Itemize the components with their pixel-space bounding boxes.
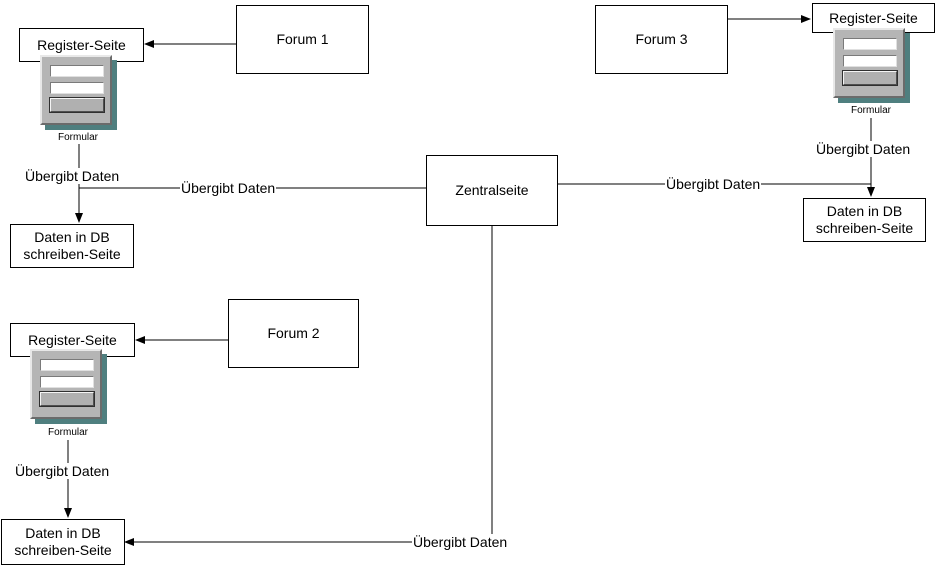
db-write-page-1: Daten in DB schreiben-Seite	[10, 224, 134, 268]
forum1-node: Forum 1	[236, 5, 369, 74]
edge-label: Übergibt Daten	[180, 180, 277, 196]
form-field-icon	[50, 82, 104, 94]
form-field-icon	[40, 359, 94, 371]
form-caption: Formular	[47, 427, 88, 438]
edge-label: Übergibt Daten	[14, 463, 111, 479]
form-icon	[40, 55, 112, 125]
db-write-page-3: Daten in DB schreiben-Seite	[803, 198, 926, 242]
form-button-icon	[50, 98, 104, 112]
db-write-page-2: Daten in DB schreiben-Seite	[1, 519, 125, 565]
form-caption: Formular	[57, 132, 98, 143]
form-field-icon	[40, 376, 94, 388]
form-field-icon	[50, 65, 104, 77]
zentralseite-node: Zentralseite	[426, 155, 558, 226]
forum3-node: Forum 3	[595, 5, 728, 74]
edge-label: Übergibt Daten	[24, 168, 121, 184]
form-icon	[833, 28, 905, 98]
form-field-icon	[843, 38, 897, 50]
form-button-icon	[843, 71, 897, 85]
edge-label: Übergibt Daten	[665, 176, 762, 192]
form-caption: Formular	[850, 105, 891, 116]
edge-label: Übergibt Daten	[815, 141, 912, 157]
form-button-icon	[40, 392, 94, 406]
form-field-icon	[843, 55, 897, 67]
edge-label: Übergibt Daten	[412, 534, 509, 550]
form-icon	[30, 349, 102, 419]
forum2-node: Forum 2	[228, 299, 359, 368]
edge-zentral-to-db2	[124, 226, 493, 546]
